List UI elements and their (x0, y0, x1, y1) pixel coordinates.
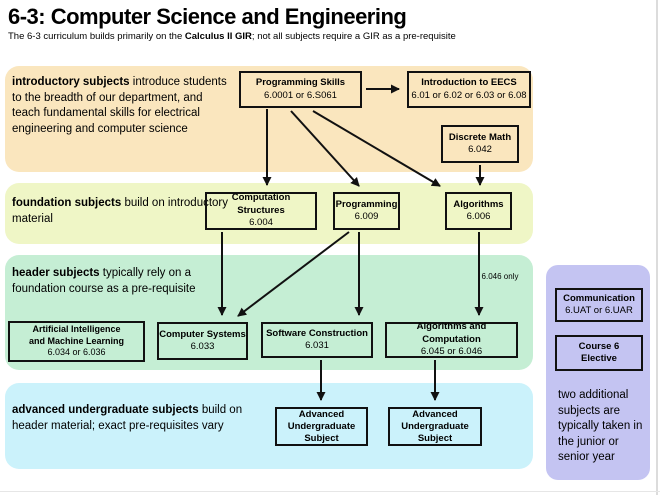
course-box-computation-structures: Computation Structures 6.004 (205, 192, 317, 230)
course-box-discrete-math: Discrete Math 6.042 (441, 125, 519, 163)
advanced-band-label: advanced undergraduate subjects (12, 404, 199, 416)
course-title: Communication (563, 292, 635, 304)
subtitle-suffix: ; not all subjects require a GIR as a pr… (251, 31, 456, 42)
advanced-band-rest: build on header material; exact pre-requ… (12, 404, 243, 432)
foundation-band-rest: build on introductory material (12, 197, 229, 225)
header-band-description: header subjects typically rely on a foun… (12, 266, 232, 297)
course-number: 6.0001 or 6.S061 (264, 89, 337, 101)
course-box-ai-ml: Artificial Intelligence and Machine Lear… (8, 321, 145, 362)
course-title: Advanced Undergraduate Subject (287, 408, 356, 444)
course-box-computer-systems: Computer Systems 6.033 (157, 322, 248, 360)
course-title: Computation Structures (231, 192, 291, 216)
course-title: Programming Skills (255, 77, 346, 88)
subtitle-prefix: The 6-3 curriculum builds primarily on t… (8, 31, 185, 42)
course-number: 6.009 (354, 211, 379, 222)
course-title-line1: Artificial Intelligence (32, 324, 121, 335)
course-box-advanced-subject-1: Advanced Undergraduate Subject (275, 407, 368, 446)
course-title: Introduction to EECS (421, 77, 517, 88)
sidebar-panel (546, 265, 650, 480)
subtitle-gir-bold: Calculus II GIR (184, 31, 252, 42)
band-introductory-subjects (5, 66, 533, 172)
foundation-band-label: foundation subjects (12, 197, 122, 209)
foundation-band-description: foundation subjects build on introductor… (12, 196, 232, 227)
course-title: Programming (335, 198, 398, 210)
introductory-band-label: introductory subjects (12, 76, 130, 88)
course-box-communication: Communication 6.UAT or 6.UAR (555, 288, 643, 322)
course-number: 6.01 or 6.02 or 6.03 or 6.08 (411, 89, 527, 101)
course-title: Software Construction (266, 327, 368, 339)
course-title: Algorithms (453, 198, 504, 210)
right-edge-divider (656, 0, 658, 495)
course-box-programming-skills: Programming Skills 6.0001 or 6.S061 (239, 71, 362, 108)
course-title: Advanced Undergraduate Subject (401, 408, 469, 444)
bottom-edge-divider (0, 491, 660, 492)
sidebar-note: two additional subjects are typically ta… (558, 389, 643, 463)
course-number: 6.004 (249, 217, 273, 229)
introductory-band-description: introductory subjects introduce students… (12, 75, 230, 137)
course-number: 6.034 or 6.036 (47, 347, 106, 358)
course-title-line2: Elective (581, 353, 617, 364)
band-advanced-subjects (5, 383, 533, 469)
course-title: Computer Systems (159, 328, 246, 340)
course-title-line1: Course 6 (578, 340, 620, 352)
course-number: 6.UAT or 6.UAR (565, 305, 633, 316)
course-title: Algorithms and Computation (416, 321, 487, 345)
course-box-advanced-subject-2: Advanced Undergraduate Subject (388, 407, 482, 446)
page-subtitle: The 6-3 curriculum builds primarily on t… (8, 31, 456, 42)
course-number: 6.042 (468, 144, 492, 155)
course-box-course6-elective: Course 6 Elective (555, 335, 643, 371)
course-box-algorithms: Algorithms 6.006 (445, 192, 512, 230)
course-box-programming: Programming 6.009 (333, 192, 400, 230)
course-number: 6.031 (305, 340, 329, 351)
course-number: 6.033 (190, 341, 215, 352)
course-box-intro-eecs: Introduction to EECS 6.01 or 6.02 or 6.0… (407, 71, 531, 108)
introductory-band-rest: introduce students to the breadth of our… (12, 76, 227, 135)
page-title: 6-3: Computer Science and Engineering (8, 4, 407, 29)
header-band-rest: typically rely on a foundation course as… (12, 267, 196, 295)
advanced-band-description: advanced undergraduate subjects build on… (12, 403, 244, 434)
course-number: 6.045 or 6.046 (420, 346, 483, 358)
course-title: Discrete Math (448, 131, 512, 143)
course-box-algorithms-computation: Algorithms and Computation 6.045 or 6.04… (385, 321, 518, 358)
course-box-software-construction: Software Construction 6.031 (261, 322, 373, 358)
course-number: 6.006 (466, 211, 491, 222)
header-band-label: header subjects (12, 267, 100, 279)
annotation-6046-only: 6.046 only (481, 272, 519, 281)
course-title-line2: and Machine Learning (28, 335, 124, 346)
